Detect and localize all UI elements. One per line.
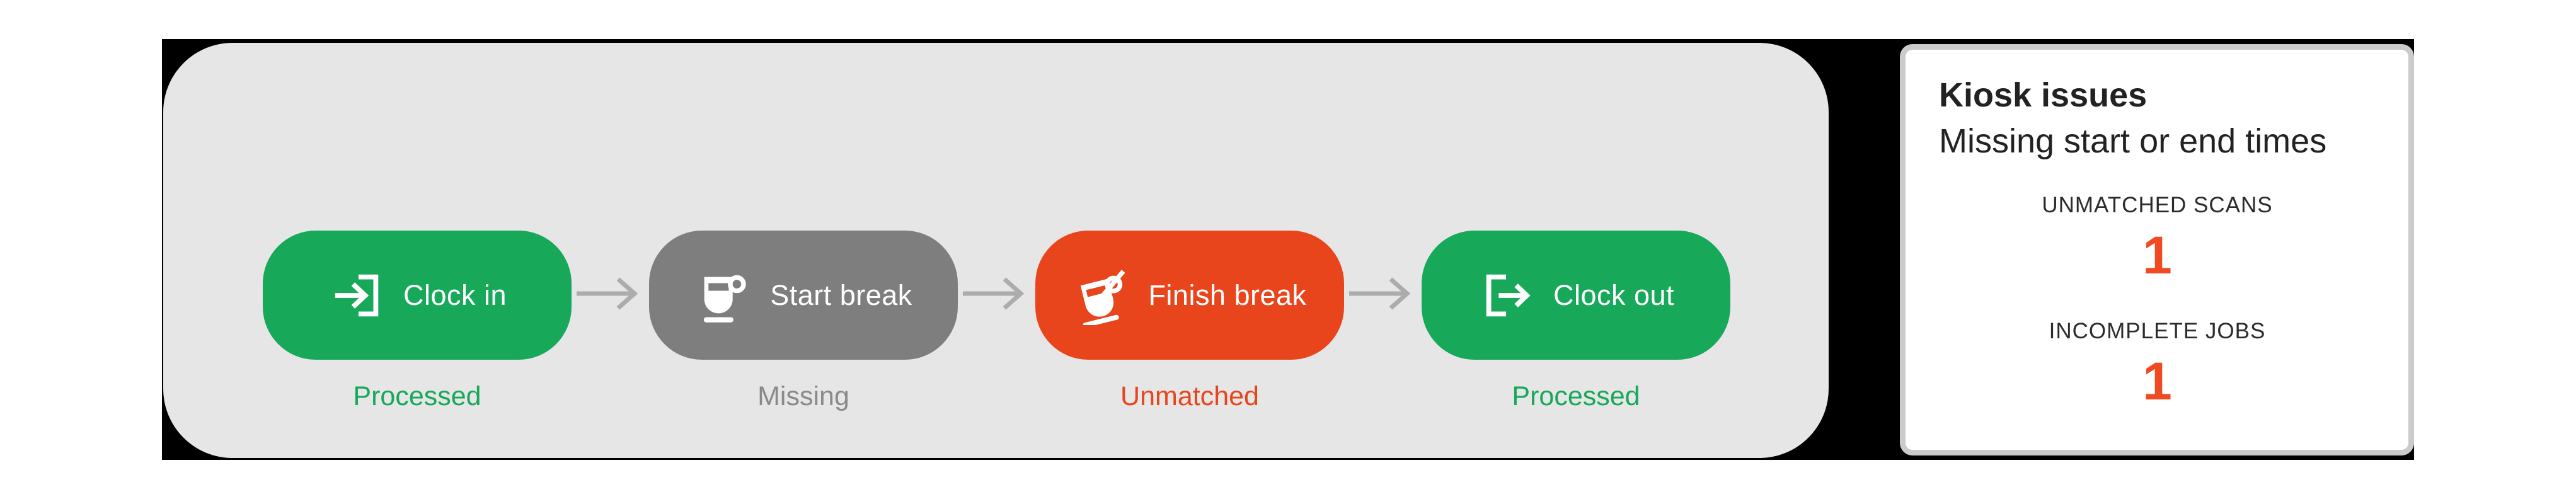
step-label: Start break: [770, 278, 912, 311]
step-label: Clock out: [1553, 278, 1675, 311]
clock-in-icon: [335, 274, 379, 316]
status-start-break: Missing: [757, 381, 849, 411]
stat-label-unmatched-scans: UNMATCHED SCANS: [2042, 192, 2273, 217]
stat-value-unmatched-scans: 1: [2142, 225, 2172, 285]
flow-arrow-icon: [963, 277, 1025, 310]
start-break-icon: [704, 275, 746, 323]
finish-break-icon: [1081, 269, 1125, 325]
kiosk-card-subtitle: Missing start or end times: [1939, 122, 2327, 160]
kiosk-card-title: Kiosk issues: [1939, 76, 2148, 114]
flow-arrow-icon: [1349, 277, 1411, 310]
kiosk-stats: UNMATCHED SCANS 1 INCOMPLETE JOBS 1: [1939, 192, 2376, 408]
step-clock-in[interactable]: Clock in: [263, 231, 572, 360]
status-finish-break: Unmatched: [1120, 381, 1259, 411]
clock-out-icon: [1486, 274, 1531, 316]
step-start-break[interactable]: Start break: [649, 231, 958, 360]
stat-value-incomplete-jobs: 1: [2142, 351, 2172, 411]
flow-arrow-icon: [577, 277, 638, 310]
kiosk-flow-panel: Clock in Start break: [163, 43, 1829, 458]
step-finish-break[interactable]: Finish break: [1035, 231, 1344, 360]
status-clock-out: Processed: [1512, 381, 1640, 411]
kiosk-issues-card: Kiosk issues Missing start or end times …: [1900, 44, 2414, 455]
status-clock-in: Processed: [353, 381, 481, 411]
stat-label-incomplete-jobs: INCOMPLETE JOBS: [2049, 318, 2266, 343]
step-label: Clock in: [403, 278, 507, 311]
step-clock-out[interactable]: Clock out: [1422, 231, 1730, 360]
step-label: Finish break: [1148, 278, 1307, 311]
